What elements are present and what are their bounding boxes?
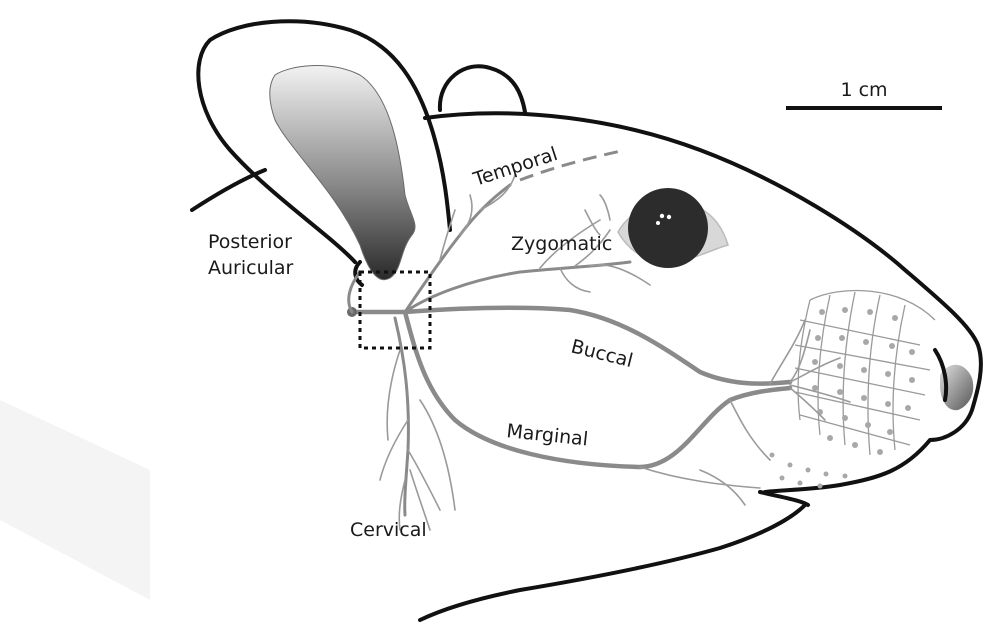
label-temporal: Temporal [470,143,560,191]
background-shadow [0,400,150,600]
label-auricular: Auricular [208,257,294,279]
label-marginal: Marginal [505,420,589,450]
label-zygomatic: Zygomatic [511,233,612,255]
label-posterior: Posterior [208,231,292,253]
facial-nerve [347,150,850,530]
scale-bar: 1 cm [786,79,942,108]
label-buccal: Buccal [569,336,635,373]
mouth [760,492,808,505]
jaw-outline [420,505,805,620]
eye [618,188,728,268]
label-cervical: Cervical [350,519,427,541]
far-ear [440,66,525,112]
scale-bar-label: 1 cm [840,79,887,101]
head-back-outline [192,170,265,210]
